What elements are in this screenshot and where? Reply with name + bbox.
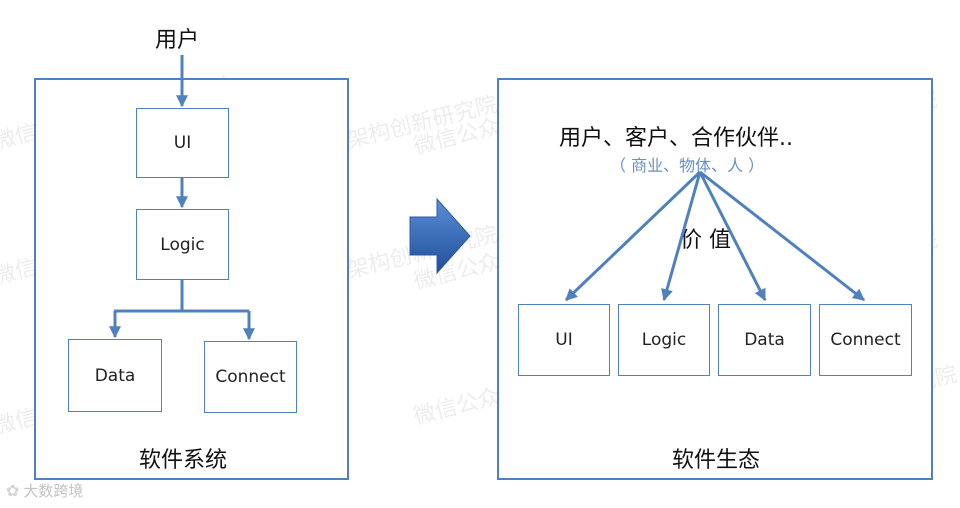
right-box-connect-label: Connect: [830, 330, 901, 350]
value-label: 价 值: [680, 228, 731, 253]
arrow-to-right-ui: [564, 170, 702, 302]
right-box-ui: UI: [518, 304, 610, 376]
wechat-icon: ✿: [6, 481, 20, 500]
right-box-connect: Connect: [819, 304, 912, 376]
right-box-ui-label: UI: [555, 330, 573, 350]
right-subheading: （ 商业、物体、人 ）: [610, 156, 765, 175]
left-caption: 软件系统: [139, 448, 228, 473]
right-heading: 用户、客户、合作伙伴..: [559, 126, 793, 151]
right-box-data: Data: [718, 304, 811, 376]
left-box-connect-label: Connect: [215, 367, 286, 387]
source-badge-label: 大数跨境: [23, 482, 84, 500]
left-box-data-label: Data: [94, 365, 136, 386]
right-box-logic-label: Logic: [641, 330, 687, 350]
left-box-ui: UI: [136, 108, 229, 178]
right-panel: [497, 78, 933, 480]
right-box-logic: Logic: [618, 304, 710, 376]
arrow-to-right-data: [698, 171, 767, 302]
left-top-label: 用户: [155, 28, 200, 53]
left-box-connect: Connect: [204, 341, 297, 413]
left-box-logic: Logic: [136, 209, 229, 280]
arrow-to-right-logic: [661, 171, 702, 302]
left-box-ui-label: UI: [173, 133, 192, 153]
transition-arrow-icon: [409, 197, 471, 275]
arrow-to-right-connect: [699, 170, 865, 302]
right-caption: 软件生态: [672, 448, 761, 473]
source-badge: ✿ 大数跨境: [6, 480, 83, 501]
left-box-data: Data: [68, 339, 162, 412]
left-box-logic-label: Logic: [160, 234, 205, 255]
right-box-data-label: Data: [744, 330, 785, 350]
